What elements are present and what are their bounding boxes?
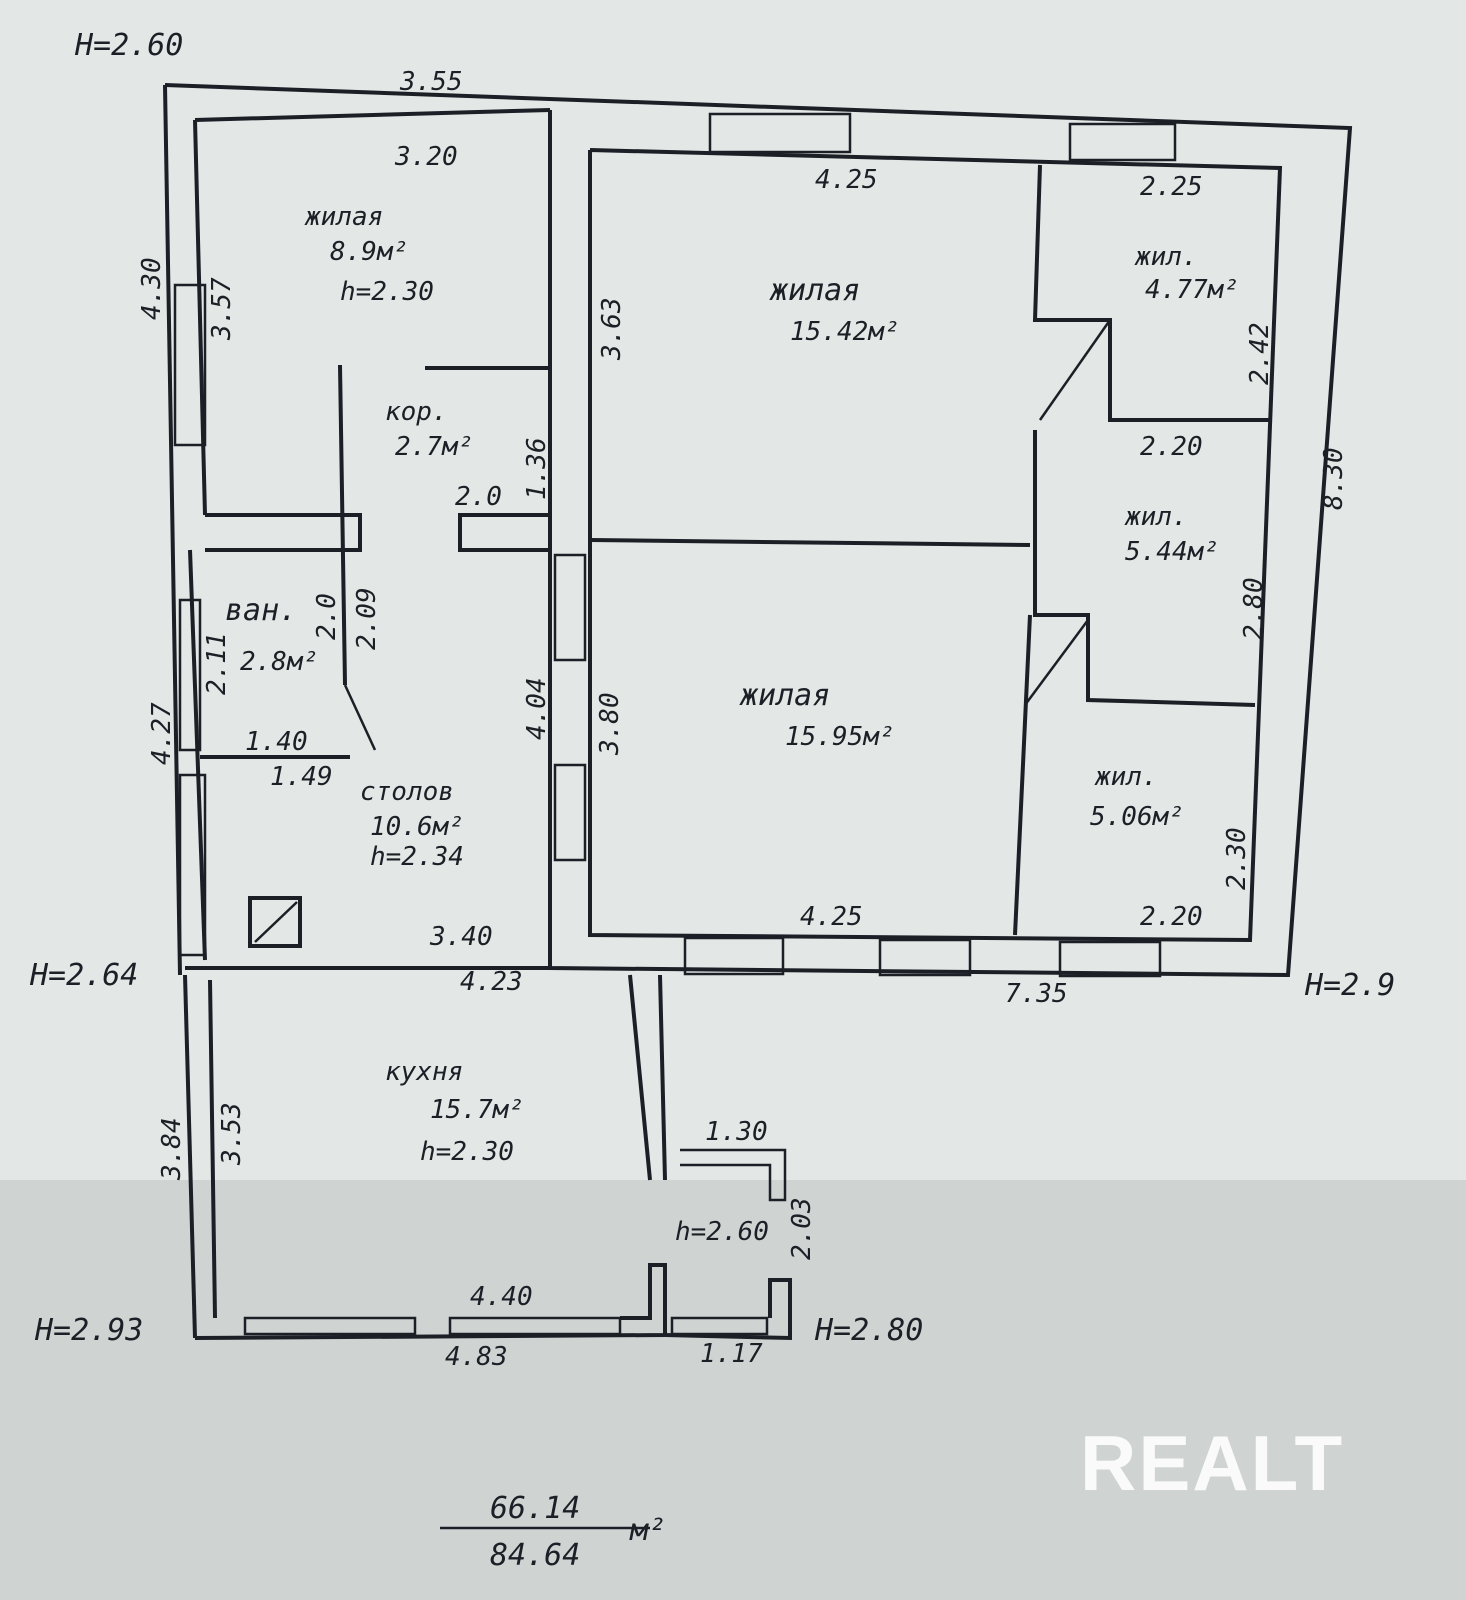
dimension: 2.20 [1140, 432, 1203, 462]
dimension: 2.11 [202, 632, 232, 695]
dimension: 2.09 [352, 587, 382, 650]
room-name: столов [360, 777, 454, 807]
dimension: 2.30 [1222, 827, 1252, 890]
room-area: 10.6м² [370, 812, 464, 842]
room-area: 4.77м² [1145, 275, 1239, 305]
room-name: жил. [1124, 502, 1188, 532]
dimension: 4.30 [137, 257, 167, 320]
room-name: жилая [739, 678, 830, 713]
dimension: 8.30 [1319, 447, 1349, 510]
dimension: 2.0 [312, 593, 342, 640]
dimension: 1.49 [270, 762, 333, 792]
height-right: H=2.9 [1304, 968, 1395, 1003]
dimension: 4.25 [815, 165, 878, 195]
dimension: 2.0 [455, 482, 502, 512]
living-area-total: 66.14 [490, 1491, 580, 1526]
dimension: 2.42 [1245, 322, 1275, 385]
dimension: 3.80 [595, 692, 625, 756]
room-name: жилая [769, 273, 860, 308]
room-name: жилая [304, 202, 383, 232]
dimension: 4.83 [445, 1342, 508, 1372]
total-area: 84.64 [490, 1538, 580, 1573]
area-totals: 66.14 84.64 м² [440, 1491, 666, 1573]
room-name: жил. [1134, 242, 1198, 272]
room-area: 5.06м² [1090, 802, 1184, 832]
room-name: кухня [385, 1057, 463, 1087]
dimension: 4.23 [460, 967, 523, 997]
room-height: h=2.30 [340, 277, 434, 307]
dimension: 4.40 [470, 1282, 533, 1312]
area-unit: м² [629, 1513, 666, 1548]
dimension: 4.27 [147, 702, 177, 765]
dimension: 3.53 [217, 1102, 247, 1166]
room-height: h=2.30 [420, 1137, 514, 1167]
room-height: h=2.34 [370, 842, 464, 872]
room-labels: жилая 8.9м² h=2.30 кор. 2.7м² ван. 2.8м²… [225, 202, 1239, 1167]
height-mid-left: H=2.64 [29, 958, 138, 993]
dimension: 2.25 [1140, 172, 1203, 202]
dimension: 4.04 [522, 677, 552, 740]
dimension: 1.40 [245, 727, 308, 757]
dimension: 1.17 [700, 1339, 763, 1369]
dimension: 3.57 [207, 277, 237, 341]
dimension: 7.35 [1005, 979, 1068, 1009]
height-porch: h=2.60 [675, 1217, 769, 1247]
room-area: 8.9м² [330, 237, 408, 267]
walls [163, 83, 1353, 1341]
room-area: 2.7м² [395, 432, 473, 462]
height-marks: H=2.60 H=2.64 H=2.9 H=2.93 H=2.80 h=2.60 [29, 28, 1395, 1348]
dimension: 3.40 [429, 922, 493, 952]
paper-upper [0, 0, 1466, 1180]
room-area: 15.42м² [790, 317, 900, 347]
room-area: 15.7м² [430, 1095, 524, 1125]
paper-lower [0, 1180, 1466, 1600]
dimension: 1.36 [522, 437, 552, 500]
room-area: 5.44м² [1125, 537, 1219, 567]
room-name: жил. [1094, 762, 1158, 792]
dimension: 2.80 [1239, 577, 1269, 640]
height-bottom-right: H=2.80 [814, 1313, 923, 1348]
realt-watermark-logo: REALT [1080, 1419, 1344, 1507]
height-bottom-left: H=2.93 [34, 1313, 143, 1348]
dimension: 3.84 [157, 1117, 187, 1181]
dimension: 3.63 [597, 297, 627, 361]
dimension: 3.55 [399, 67, 463, 97]
room-area: 2.8м² [240, 647, 318, 677]
room-name: ван. [225, 593, 297, 628]
room-name: кор. [385, 397, 448, 427]
dimension: 2.20 [1140, 902, 1203, 932]
dimension-labels: 3.55 3.20 4.30 3.57 4.25 2.25 2.42 8.30 … [137, 67, 1349, 1372]
height-top-left: H=2.60 [74, 28, 183, 63]
dimension: 3.20 [394, 142, 458, 172]
dimension: 2.03 [787, 1197, 817, 1260]
dimension: 1.30 [705, 1117, 768, 1147]
dimension: 4.25 [800, 902, 863, 932]
room-area: 15.95м² [785, 722, 895, 752]
